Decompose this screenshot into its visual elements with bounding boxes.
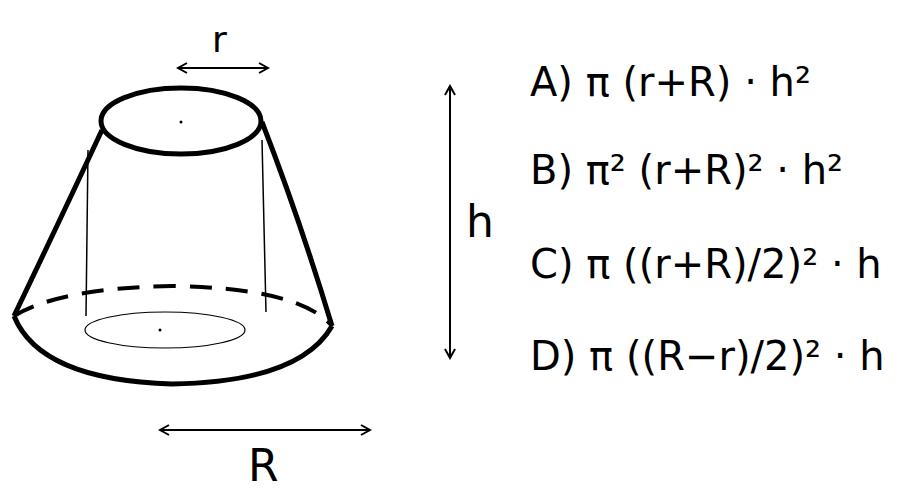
answer-option: D) π ((R−r)/2)² · h [530, 336, 885, 376]
r-arrow [178, 67, 268, 69]
bottom-front [14, 316, 332, 384]
left-side [14, 130, 102, 316]
bottom-back [14, 286, 332, 326]
inner-ellipse [85, 312, 245, 348]
R-arrow [160, 429, 370, 431]
answer-option: A) π (r+R) · h² [530, 62, 811, 102]
dimension-label: h [466, 200, 494, 244]
top-ellipse [101, 88, 261, 154]
dimension-label: R [248, 444, 279, 488]
answer-option: C) π ((r+R)/2)² · h [530, 244, 882, 284]
dimension-label: r [212, 22, 227, 58]
answer-option: B) π² (r+R)² · h² [530, 150, 843, 190]
h-arrow [449, 86, 451, 358]
